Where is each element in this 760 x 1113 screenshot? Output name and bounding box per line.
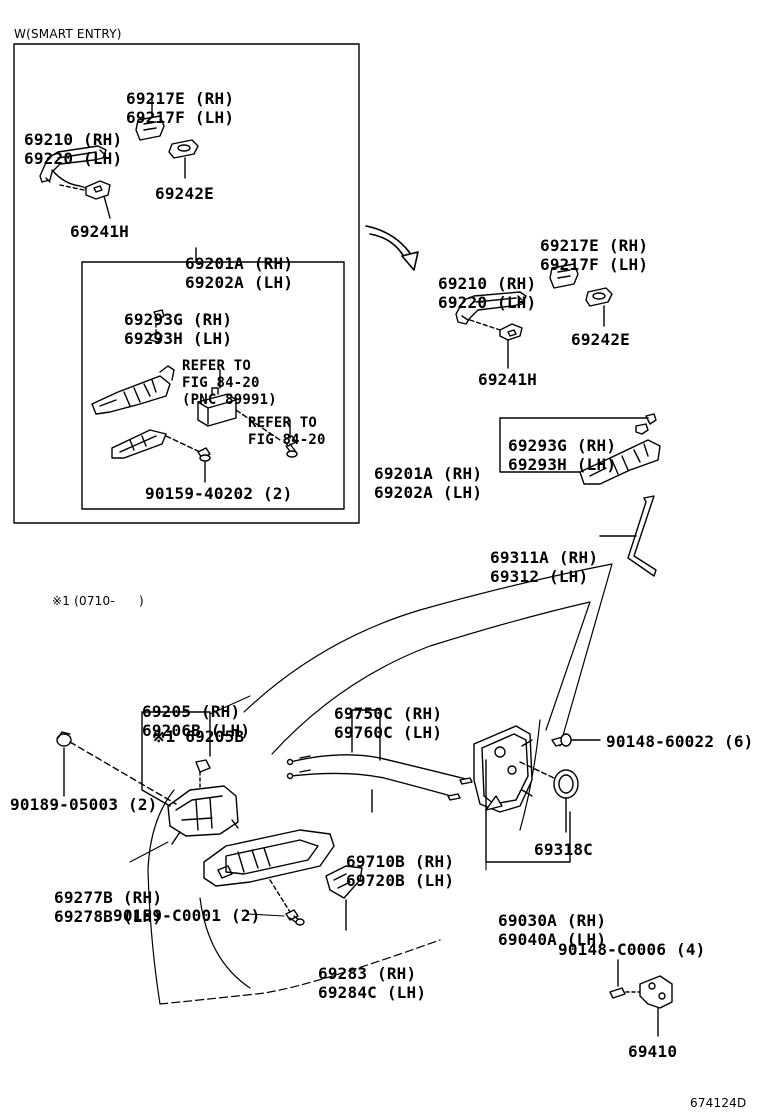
bezel-cover [325,865,363,931]
main-handle-cover [549,263,579,289]
inset-bolt [197,419,298,483]
lock-label: 69030A (RH)69040A (LH) [498,911,607,949]
inset-frame [91,309,201,459]
inset-bolt-label: 90159-40202 (2) [145,484,293,503]
pad-label: 69241H [478,370,537,389]
main-outside-handle [455,291,527,369]
door-lock [473,725,571,863]
inset-outside-handle-label: 69210 (RH)69220 (LH) [24,130,123,168]
striker-label: 69410 [628,1042,678,1061]
section-title: W(SMART ENTRY) [14,27,122,41]
inset-cover-g-label: 69293G (RH)69293H (LH) [124,310,233,348]
bezel-label: 69277B (RH)69278B (LH) [54,888,163,926]
cover-pad-label: 69242E [571,330,630,349]
cable-b-label: 69710B (RH)69720B (LH) [346,852,455,890]
main-cover-pad [585,287,613,327]
screw-c [285,909,305,926]
door-outline [147,563,613,1005]
screw-d-label: 90148-C0006 (4) [558,940,706,959]
drawing-number: 674124D [690,1096,747,1110]
smart-entry-frame [13,43,360,524]
cap-label: 69318C [534,840,593,859]
screw-a-label: 90148-60022 (6) [606,732,754,751]
outside-handle-label: 69210 (RH)69220 (LH) [438,274,537,312]
cables [286,709,473,813]
striker [609,959,673,1037]
frame-sub-box [81,261,345,510]
cover-g-label: 69293G (RH)69293H (LH) [508,436,617,474]
inset-cover-pad [168,139,199,179]
inside-handle-note-label: ※1 69205B [152,727,245,746]
rod-label: 69311A (RH)69312 (LH) [490,548,599,586]
frame-label: 69201A (RH)69202A (LH) [374,464,483,502]
cable-a-label: 69750C (RH)69760C (LH) [334,704,443,742]
bezel-cover-label: 69283 (RH)69284C (LH) [318,964,427,1002]
inset-lock-motor [197,369,281,441]
transfer-arrow-icon [365,225,419,271]
main-rod [599,495,657,577]
inset-frame-label: 69201A (RH)69202A (LH) [185,254,294,292]
inset-outside-handle [39,145,111,200]
screw-c-label: 90159-C0001 (2) [113,906,261,925]
inside-handle [141,711,239,845]
leader-lines [129,695,601,917]
screw-a [551,733,601,747]
handle-cover-label: 69217E (RH)69217F (LH) [540,236,649,274]
cap [519,761,579,833]
inside-bezel [203,829,335,913]
inset-pad-label: 69241H [70,222,129,241]
inside-handle-label: 69205 (RH)69206B (LH) [142,702,251,740]
inset-handle-cover-label: 69217E (RH)69217F (LH) [126,89,235,127]
main-frame [499,413,661,485]
screw-b-label: 90189-05003 (2) [10,795,158,814]
applicability-note: ※1 (0710- ) [52,594,144,608]
screw-b [56,731,177,805]
inset-handle-cover [135,95,165,141]
inset-cover-pad-label: 69242E [155,184,214,203]
